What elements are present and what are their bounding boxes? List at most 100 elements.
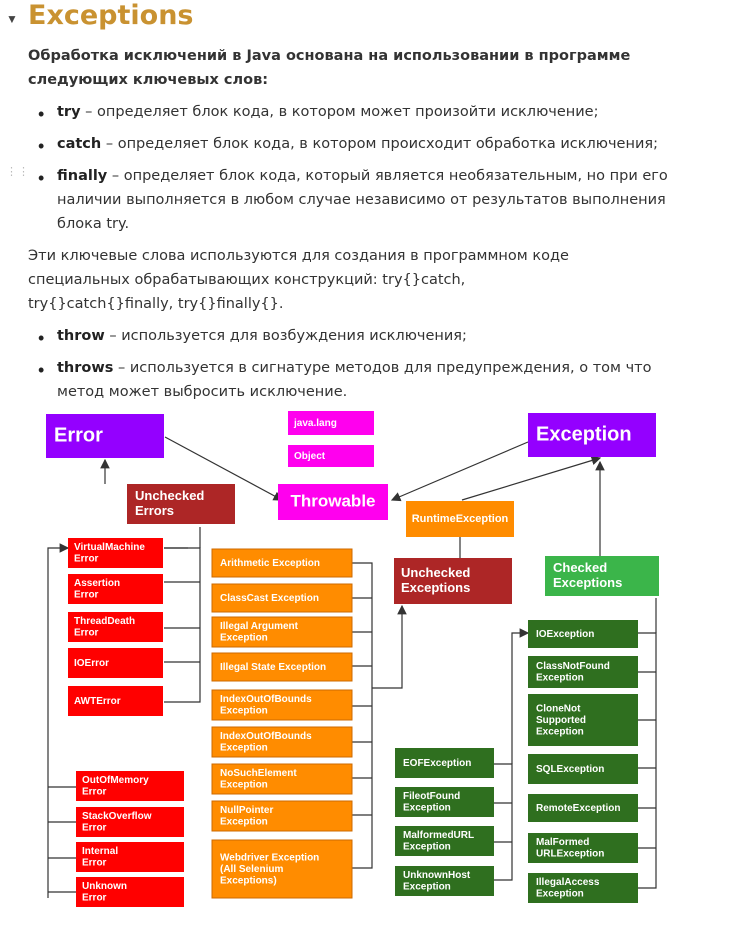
error-class-node-label: AWTError [74, 696, 121, 707]
checked-class-node: SQLException [528, 754, 638, 784]
error-bracket-top [164, 547, 201, 703]
error-class-node-label: Error [82, 823, 107, 834]
runtime-class-node-label: Exception [220, 743, 268, 754]
runtime-class-node: Illegal State Exception [211, 652, 353, 682]
connector-error-throwable [164, 436, 284, 501]
runtime-class-node-label: IndexOutOfBounds [220, 731, 312, 742]
connector-exception-throwable [390, 441, 529, 502]
io-exception-node-label: UnknownHost [403, 870, 471, 881]
collapse-toggle-icon[interactable]: ▼ [6, 12, 18, 26]
runtime-class-node-label: Exception [220, 817, 268, 828]
connector-runtime-exception [461, 455, 602, 501]
error-class-node-label: ThreadDeath [74, 616, 135, 627]
error-class-node-label: OutOfMemory [82, 775, 149, 786]
object-node: Object [288, 445, 374, 467]
keyword-item-try: try – определяет блок кода, в котором мо… [57, 104, 599, 120]
runtime-exception-node: RuntimeException [406, 501, 514, 537]
checked-class-node-label: URLException [536, 849, 604, 860]
error-class-node-label: Error [74, 554, 99, 565]
checked-class-node-label: MalFormed [536, 837, 589, 848]
exception-node: Exception [528, 413, 656, 457]
keyword-item-throw: throw – используется для возбуждения иск… [57, 328, 467, 344]
bullet-icon: • [38, 328, 45, 348]
runtime-class-node-label: Illegal State Exception [220, 662, 326, 673]
throwable-node-label: Throwable [290, 492, 375, 511]
throwable-node: Throwable [278, 484, 388, 520]
runtime-to-unchecked [372, 604, 407, 689]
runtime-class-node-label: Exception [220, 780, 268, 791]
unchecked-errors-node-label: Errors [135, 503, 174, 518]
runtime-class-node: Arithmetic Exception [211, 548, 353, 578]
runtime-class-node: ClassCast Exception [211, 583, 353, 613]
runtime-class-node-label: Arithmetic Exception [220, 558, 320, 569]
unchecked-errors-node-label: Unchecked [135, 488, 204, 503]
io-exception-node-label: MalformedURL [403, 830, 474, 841]
runtime-exception-node-label: RuntimeException [412, 513, 509, 525]
error-bottom-bracket [47, 543, 70, 898]
error-class-node-label: Unknown [82, 881, 127, 892]
error-class-node-label: Error [82, 858, 107, 869]
java-lang-node-label: java.lang [293, 418, 337, 429]
error-class-node-label: StackOverflow [82, 811, 152, 822]
error-class-node: AWTError [68, 686, 163, 716]
runtime-class-node-label: Exceptions) [220, 875, 277, 886]
java-lang-node: java.lang [288, 411, 374, 435]
runtime-class-node: Webdriver Exception(All SeleniumExceptio… [211, 839, 353, 899]
page-title: Exceptions [28, 0, 194, 31]
io-bracket [494, 763, 513, 881]
io-exception-node-label: FileotFound [403, 791, 460, 802]
io-exception-node-label: EOFException [403, 758, 471, 769]
checked-class-node-label: Supported [536, 715, 586, 726]
checked-exceptions-node-label: Checked [553, 560, 607, 575]
bullet-icon: • [38, 104, 45, 124]
drag-handle-icon[interactable]: ⋮⋮ [6, 166, 30, 178]
checked-class-node-label: IllegalAccess [536, 877, 600, 888]
error-class-node-label: Error [82, 787, 107, 798]
checked-class-node: RemoteException [528, 794, 638, 822]
checked-exceptions-node-label: Exceptions [553, 575, 622, 590]
unchecked-exceptions-node-label: Unchecked [401, 565, 470, 580]
runtime-class-node-label: Exception [220, 633, 268, 644]
error-class-node-label: IOError [74, 658, 109, 669]
runtime-class-node-label: ClassCast Exception [220, 593, 319, 604]
checked-bracket [638, 632, 657, 889]
runtime-class-node-label: (All Selenium [220, 864, 283, 875]
unchecked-exceptions-node-label: Exceptions [401, 580, 470, 595]
checked-class-node-label: SQLException [536, 764, 604, 775]
bullet-icon: • [38, 136, 45, 156]
keyword-item-finally: finally – определяет блок кода, который … [57, 168, 668, 232]
error-class-node-label: VirtualMachine [74, 542, 145, 553]
constructs-paragraph: Эти ключевые слова используются для созд… [28, 248, 569, 312]
runtime-class-node-label: IndexOutOfBounds [220, 694, 312, 705]
io-to-ioexception [511, 628, 530, 764]
error-class-node-label: Internal [82, 846, 118, 857]
bullet-icon: • [38, 360, 45, 380]
error-class-node-label: Assertion [74, 578, 120, 589]
error-node: Error [46, 414, 164, 458]
checked-class-node-label: Exception [536, 889, 584, 900]
object-node-label: Object [294, 451, 326, 462]
checked-class-node-label: Exception [536, 673, 584, 684]
runtime-class-node-label: Webdriver Exception [220, 852, 319, 863]
keyword-item-throws: throws – используется в сигнатуре методо… [57, 360, 652, 400]
exception-node-label: Exception [536, 424, 632, 446]
io-exception-node: EOFException [395, 748, 494, 778]
io-exception-node-label: Exception [403, 882, 451, 893]
